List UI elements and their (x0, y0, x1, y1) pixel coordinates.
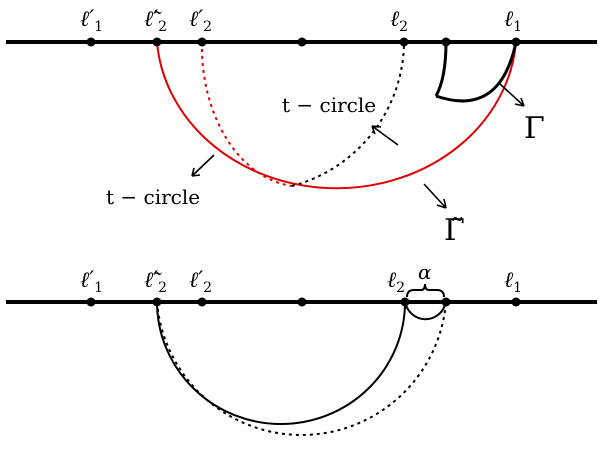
dot-l2-bottom (400, 297, 410, 307)
dot-l2-tilde-prime-bottom (152, 297, 162, 307)
dotted-arc-large (156, 301, 447, 436)
solid-arc-large (156, 301, 406, 425)
label-l2-bottom: ℓ2 (387, 268, 405, 296)
dot-l2-prime (197, 37, 207, 47)
dot-l2 (399, 37, 409, 47)
dot-l1-prime-bottom (86, 297, 96, 307)
gamma-tilde-label: Γ̃ (444, 213, 465, 248)
label-l1-bottom: ℓ1 (504, 268, 522, 296)
dot-center-bottom (297, 297, 307, 307)
gamma-arc-outer (435, 41, 518, 103)
label-l1-prime-bottom: ℓ′1 (80, 268, 103, 296)
t-circle-arc-dotted (291, 41, 405, 187)
label-l2-tilde-prime-bottom: ℓ̃′2 (144, 268, 167, 296)
gamma-arrow (499, 83, 525, 107)
label-l2-tilde-prime: ℓ̃′2 (144, 7, 167, 35)
label-l2: ℓ2 (390, 7, 408, 35)
dot-l2-prime-bottom (197, 297, 207, 307)
t-circle-arrow-left (191, 154, 215, 177)
dot-l1-bottom (511, 297, 521, 307)
dot-mid-bottom (441, 297, 451, 307)
gamma-arc-inner (434, 41, 448, 97)
top-diagram: ℓ′1 ℓ̃′2 ℓ′2 ℓ2 ℓ1 t − circle t − circle… (6, 7, 597, 248)
t-circle-label-right: t − circle (282, 93, 376, 117)
t-circle-arrow-right (371, 125, 399, 146)
bottom-diagram: ℓ′1 ℓ̃′2 ℓ′2 ℓ2 ℓ1 α (6, 260, 597, 436)
label-l1: ℓ1 (504, 7, 522, 35)
dot-center (297, 37, 307, 47)
gamma-label: Γ (524, 111, 545, 146)
label-l1-prime: ℓ′1 (80, 7, 103, 35)
alpha-brace (406, 283, 445, 298)
red-arc-big (156, 41, 517, 190)
dot-l1-prime (86, 37, 96, 47)
dot-l1 (511, 37, 521, 47)
gamma-tilde-arrow (423, 183, 447, 209)
dot-mid (441, 37, 451, 47)
label-l2-prime: ℓ′2 (189, 7, 212, 35)
label-l2-prime-bottom: ℓ′2 (189, 268, 212, 296)
alpha-arc-small (404, 301, 447, 321)
dot-l2-tilde-prime (152, 37, 162, 47)
t-circle-label-left: t − circle (106, 185, 200, 209)
alpha-label: α (418, 260, 432, 284)
red-arc-dotted (200, 41, 293, 187)
